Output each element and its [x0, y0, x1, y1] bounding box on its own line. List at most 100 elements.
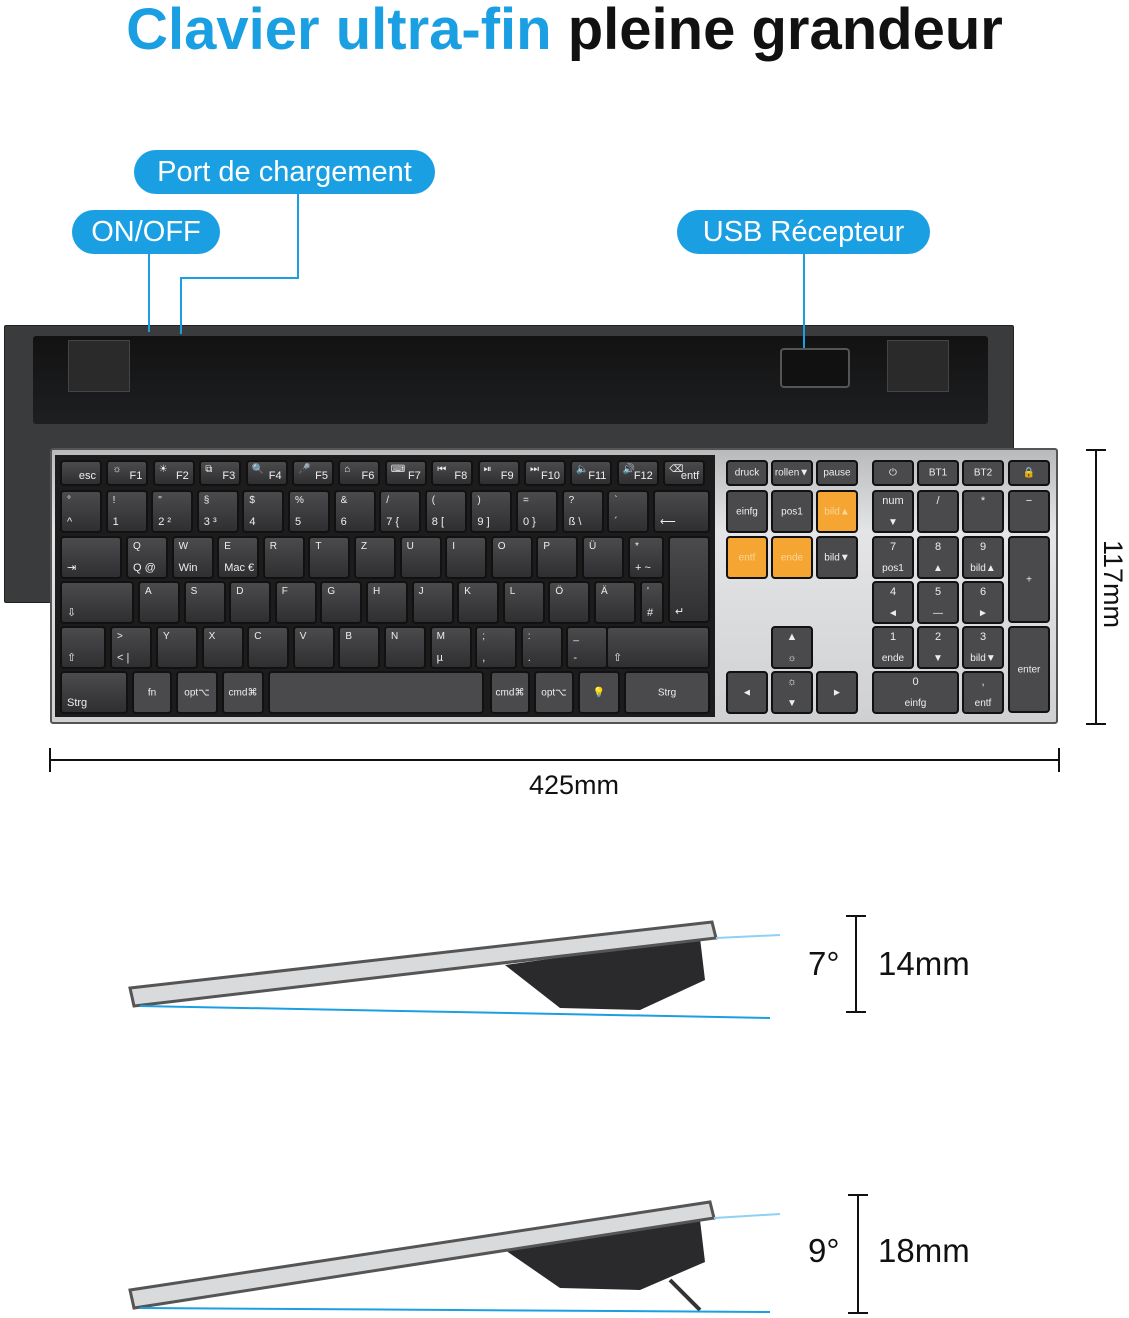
key-symbol[interactable]: * [962, 490, 1004, 533]
key-ende[interactable]: ende [771, 536, 813, 579]
key-bt2[interactable]: BT2 [962, 460, 1004, 486]
key-cmd[interactable]: cmd⌘ [222, 671, 264, 714]
key-c[interactable]: C [247, 626, 290, 669]
key-symbol[interactable]: ⌨F7 [384, 460, 427, 486]
key-l[interactable]: L [502, 581, 545, 624]
key-rollen[interactable]: rollen▼ [771, 460, 813, 486]
key-y[interactable]: Y [156, 626, 198, 669]
key-symbol[interactable]: ☀F2 [152, 460, 195, 486]
key-z[interactable]: Z [354, 536, 396, 579]
key-h[interactable]: H [366, 581, 408, 624]
key-symbol[interactable]: (8 [ [424, 490, 467, 533]
key-strg[interactable]: Strg [60, 671, 128, 714]
key-symbol[interactable]: + [1008, 536, 1050, 623]
key-symbol[interactable]: %5 [288, 490, 330, 533]
key-symbol[interactable]: 🎤F5 [292, 460, 334, 486]
key-space[interactable] [268, 671, 484, 714]
key-symbol[interactable]: /7 { [379, 490, 422, 533]
key-symbol[interactable]: ⏻ [872, 460, 914, 486]
key-symbol[interactable]: ⇥ [60, 536, 122, 579]
key-symbol[interactable]: 🔍F4 [245, 460, 288, 486]
key-symbol[interactable]: ⟵ [653, 490, 710, 533]
key-s[interactable]: S [183, 581, 226, 624]
key-symbol[interactable]: Ö [548, 581, 591, 624]
key-symbol[interactable]: 🔈F11 [570, 460, 613, 486]
key-symbol[interactable]: 🔒 [1008, 460, 1050, 486]
key-symbol[interactable]: ⇧ [60, 626, 106, 669]
key-symbol[interactable]: =0 } [516, 490, 558, 533]
key-k[interactable]: K [457, 581, 500, 624]
key-pause[interactable]: pause [816, 460, 858, 486]
key-symbol[interactable]: '# [640, 581, 664, 624]
key-enter[interactable]: enter [1008, 626, 1050, 713]
key-symbol[interactable]: §3 ³ [196, 490, 239, 533]
key-symbol[interactable]: `´ [607, 490, 650, 533]
key-f[interactable]: F [274, 581, 317, 624]
key-symbol[interactable]: ⇩ [60, 581, 134, 624]
key-einfg[interactable]: einfg [726, 490, 768, 533]
key-symbol[interactable]: :. [520, 626, 563, 669]
key-pos1[interactable]: pos1 [771, 490, 813, 533]
key-bt1[interactable]: BT1 [917, 460, 959, 486]
key-symbol[interactable]: !1 [105, 490, 148, 533]
key-a[interactable]: A [138, 581, 180, 624]
key-symbol[interactable]: ;, [475, 626, 518, 669]
key-v[interactable]: V [292, 626, 335, 669]
key-cmd[interactable]: cmd⌘ [490, 671, 530, 714]
key-symbol[interactable]: 🔊F12 [616, 460, 659, 486]
key-symbol[interactable]: ► [816, 671, 858, 714]
key-6[interactable]: 6► [962, 581, 1004, 624]
key-u[interactable]: U [399, 536, 442, 579]
key-symbol[interactable]: ⌂F6 [338, 460, 381, 486]
key-symbol[interactable]: ⏮F8 [431, 460, 474, 486]
key-symbol[interactable]: ↵ [668, 536, 710, 623]
key-x[interactable]: X [201, 626, 244, 669]
key-bild[interactable]: bild▲ [816, 490, 858, 533]
key-symbol[interactable]: ◄ [726, 671, 768, 714]
key-symbol[interactable]: ▲☼ [771, 626, 813, 669]
key-symbol[interactable]: / [917, 490, 959, 533]
key-p[interactable]: P [536, 536, 579, 579]
key-symbol[interactable]: ☼F1 [106, 460, 149, 486]
key-o[interactable]: O [490, 536, 533, 579]
key-b[interactable]: B [338, 626, 381, 669]
key-symbol[interactable]: "2 ² [151, 490, 194, 533]
key-num[interactable]: num▼ [872, 490, 914, 533]
key-symbol[interactable]: &6 [333, 490, 376, 533]
key-symbol[interactable]: *+ ~ [628, 536, 664, 579]
key-symbol[interactable]: ⇧ [606, 626, 710, 669]
key-i[interactable]: I [445, 536, 488, 579]
key-t[interactable]: T [308, 536, 351, 579]
key-symbol[interactable]: ⏯F9 [477, 460, 520, 486]
key-n[interactable]: N [384, 626, 426, 669]
key-strg[interactable]: Strg [624, 671, 710, 714]
key-symbol[interactable]: _- [566, 626, 609, 669]
key-esc[interactable]: esc [60, 460, 102, 486]
key-symbol[interactable]: Ü [582, 536, 624, 579]
key-symbol[interactable]: ?ß \ [561, 490, 604, 533]
key-symbol[interactable]: 💡 [578, 671, 620, 714]
key-opt[interactable]: opt⌥ [534, 671, 574, 714]
key-symbol[interactable]: $4 [242, 490, 285, 533]
key-entf[interactable]: entf [726, 536, 768, 579]
key-symbol[interactable]: °^ [60, 490, 102, 533]
key-2[interactable]: 2▼ [917, 626, 959, 669]
key-symbol[interactable]: ☼▼ [771, 671, 813, 714]
key-symbol[interactable]: − [1008, 490, 1050, 533]
key-symbol[interactable]: ,entf [962, 671, 1004, 714]
key-g[interactable]: G [320, 581, 363, 624]
key-d[interactable]: D [229, 581, 272, 624]
key-symbol[interactable]: ⧉F3 [199, 460, 242, 486]
key-druck[interactable]: druck [726, 460, 768, 486]
key-8[interactable]: 8▲ [917, 536, 959, 579]
key-fn[interactable]: fn [132, 671, 172, 714]
